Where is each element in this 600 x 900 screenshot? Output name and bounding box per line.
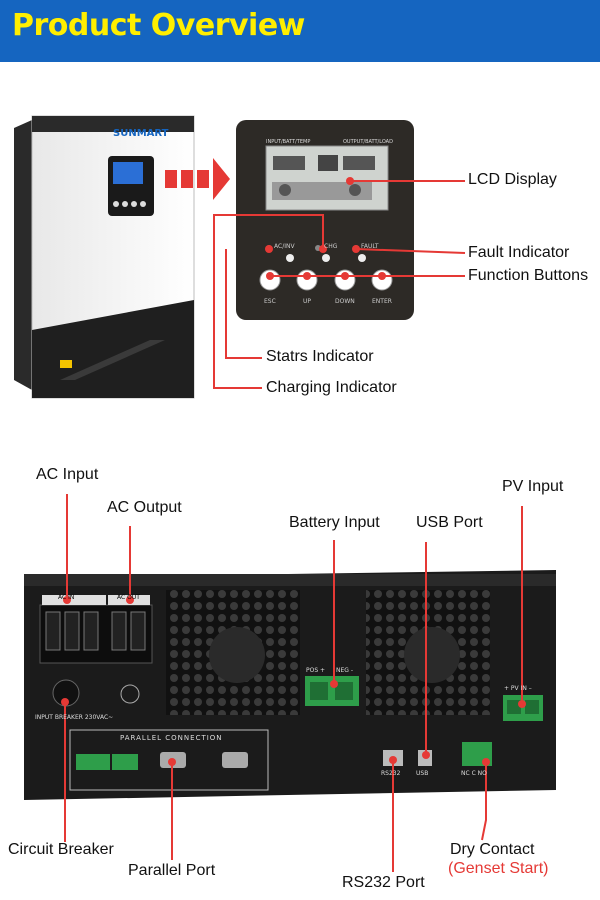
- callout-rs232-port: RS232 Port: [342, 874, 425, 891]
- btn-enter-label: ENTER: [372, 298, 392, 305]
- led-chg-label: CHG: [324, 243, 338, 250]
- callout-fault-indicator: Fault Indicator: [468, 244, 570, 261]
- control-panel-closeup: [236, 120, 414, 320]
- callout-ac-input: AC Input: [36, 466, 99, 483]
- btn-esc-label: ESC: [264, 298, 276, 305]
- btn-up-label: UP: [303, 298, 312, 305]
- rear-ac-out-label: AC OUT: [117, 594, 140, 601]
- callout-status-indicator: Statrs Indicator: [266, 348, 374, 365]
- top-callout-dots: [265, 177, 386, 280]
- led-fault-label: FAULT: [361, 243, 379, 250]
- callout-parallel-port: Parallel Port: [128, 862, 216, 879]
- bottom-callout-dots: [61, 596, 526, 766]
- brand-logo-text: SUNMART: [113, 128, 169, 139]
- rear-parallel-label: PARALLEL CONNECTION: [120, 734, 223, 742]
- rear-usb-label: USB: [416, 770, 429, 777]
- btn-down-label: DOWN: [335, 298, 355, 305]
- lcd-top-right-label: OUTPUT/BATT/LOAD: [343, 139, 393, 145]
- rear-breaker-label: INPUT BREAKER 230VAC~: [35, 714, 114, 721]
- callout-charging-indicator: Charging Indicator: [266, 379, 397, 396]
- inverter-unit: [14, 115, 195, 399]
- top-callout-lines: [213, 180, 466, 389]
- rear-ac-in-label: AC IN: [58, 594, 75, 601]
- red-arrow: [165, 158, 230, 200]
- callout-usb-port: USB Port: [416, 514, 483, 531]
- bottom-callout-lines: [64, 494, 523, 872]
- callout-battery-input: Battery Input: [289, 514, 380, 531]
- rear-pos-label: POS +: [306, 667, 326, 674]
- callout-pv-input: PV Input: [502, 478, 564, 495]
- callout-circuit-breaker: Circuit Breaker: [8, 841, 114, 858]
- rear-neg-label: NEG -: [336, 667, 354, 674]
- header-banner: Product Overview: [0, 0, 600, 62]
- callout-function-buttons: Function Buttons: [468, 267, 589, 284]
- rear-rs232-label: RS232: [381, 770, 401, 777]
- callout-ac-output: AC Output: [107, 499, 182, 516]
- callout-dry-contact: Dry Contact: [450, 841, 535, 858]
- rear-dry-pins-label: NC C NO: [461, 770, 487, 777]
- callout-lcd-display: LCD Display: [468, 171, 557, 188]
- led-acinv-label: AC/INV: [274, 243, 295, 250]
- lcd-top-left-label: INPUT/BATT/TEMP: [266, 139, 311, 145]
- callout-genset-start: (Genset Start): [448, 860, 549, 877]
- rear-pvin-label: + PV IN –: [504, 685, 532, 692]
- rear-panel: [24, 570, 556, 800]
- page-title: Product Overview: [12, 8, 305, 43]
